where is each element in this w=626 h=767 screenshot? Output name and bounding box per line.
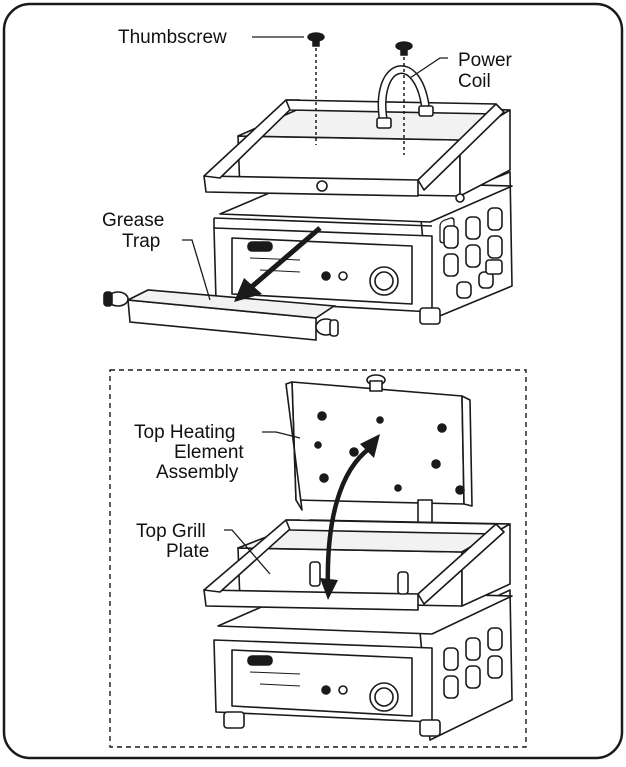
leader-lines-upper bbox=[182, 36, 448, 301]
upper-grill-illustration bbox=[203, 65, 513, 325]
leader-lines-lower bbox=[224, 431, 301, 575]
label-top-heating-line2: Element bbox=[174, 442, 244, 463]
label-grease-trap-line1: Grease bbox=[102, 210, 164, 231]
grease-trap-illustration bbox=[103, 289, 339, 341]
removal-arrow-icon bbox=[234, 226, 322, 302]
label-top-heating-line3: Assembly bbox=[156, 462, 239, 483]
label-top-grill-line2: Plate bbox=[166, 541, 209, 562]
thumbscrew-icon bbox=[307, 32, 413, 155]
label-top-heating-line1: Top Heating bbox=[134, 422, 235, 443]
label-power-coil-line1: Power bbox=[458, 50, 513, 71]
lift-arrow-icon bbox=[320, 434, 380, 600]
label-power-coil-line2: Coil bbox=[458, 71, 491, 92]
label-grease-trap-line2: Trap bbox=[122, 231, 160, 252]
label-thumbscrew: Thumbscrew bbox=[118, 27, 227, 48]
lower-grill-illustration bbox=[203, 374, 513, 741]
label-top-grill-line1: Top Grill bbox=[136, 521, 206, 542]
detail-dashed-box bbox=[109, 369, 527, 748]
